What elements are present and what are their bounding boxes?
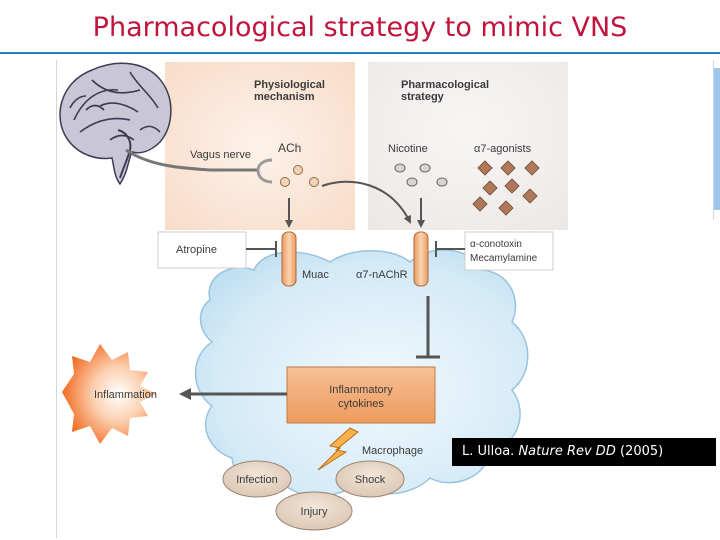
nicotine-molecules bbox=[394, 163, 448, 187]
muscarinic-receptor bbox=[281, 231, 297, 287]
title-rule bbox=[0, 52, 720, 54]
scroll-strip bbox=[713, 60, 720, 220]
atropine-box bbox=[157, 231, 247, 269]
citation-author: L. Ulloa. bbox=[462, 444, 515, 459]
physiological-heading-line1: Physiological bbox=[254, 79, 325, 91]
alpha7-agonists-label: α7-agonists bbox=[474, 143, 532, 155]
cytokines-label-line1: Inflammatory bbox=[329, 384, 393, 396]
atropine-label: Atropine bbox=[176, 244, 217, 256]
ach-molecules bbox=[280, 165, 319, 187]
infection-oval bbox=[222, 460, 292, 498]
slide-title: Pharmacological strategy to mimic VNS bbox=[92, 12, 628, 43]
a7-nachr-receptor bbox=[413, 231, 429, 287]
a7-receptor-label: α7-nAChR bbox=[356, 269, 408, 281]
inflammation-label: Inflammation bbox=[94, 389, 157, 401]
pharmacological-panel bbox=[368, 62, 568, 230]
starburst-icon bbox=[62, 344, 156, 444]
shock-oval bbox=[335, 460, 405, 498]
injury-label: Injury bbox=[301, 506, 328, 518]
pharmacological-heading-line1: Pharmacological bbox=[401, 79, 489, 91]
physiological-heading-line2: mechanism bbox=[254, 91, 315, 103]
brain-icon bbox=[59, 62, 172, 186]
vagus-nerve-line bbox=[125, 148, 258, 172]
injury-oval bbox=[275, 491, 353, 531]
shock-label: Shock bbox=[355, 474, 386, 486]
curved-crossover-arrow bbox=[321, 180, 411, 224]
infection-label: Infection bbox=[236, 474, 278, 486]
cytokines-label-line2: cytokines bbox=[338, 398, 384, 410]
page-edge bbox=[56, 60, 57, 538]
macrophage-label: Macrophage bbox=[362, 445, 423, 457]
vagus-nerve-terminal bbox=[256, 158, 273, 184]
vagus-nerve-label: Vagus nerve bbox=[190, 149, 251, 161]
nicotine-label: Nicotine bbox=[388, 143, 428, 155]
physiological-panel bbox=[165, 62, 355, 230]
pharmacological-heading-line2: strategy bbox=[401, 91, 445, 103]
alpha7-agonist-molecules bbox=[472, 160, 540, 216]
citation-box: L. Ulloa. Nature Rev DD (2005) bbox=[452, 438, 716, 466]
citation-year: (2005) bbox=[619, 444, 664, 459]
lightning-icon bbox=[317, 427, 359, 471]
muscarinic-receptor-label: Muac bbox=[302, 269, 329, 281]
conotoxin-box bbox=[464, 231, 554, 271]
conotoxin-label-line2: Mecamylamine bbox=[470, 253, 538, 264]
conotoxin-label-line1: α-conotoxin bbox=[470, 239, 522, 250]
citation-journal: Nature Rev DD bbox=[518, 444, 616, 459]
ach-label: ACh bbox=[278, 141, 301, 155]
